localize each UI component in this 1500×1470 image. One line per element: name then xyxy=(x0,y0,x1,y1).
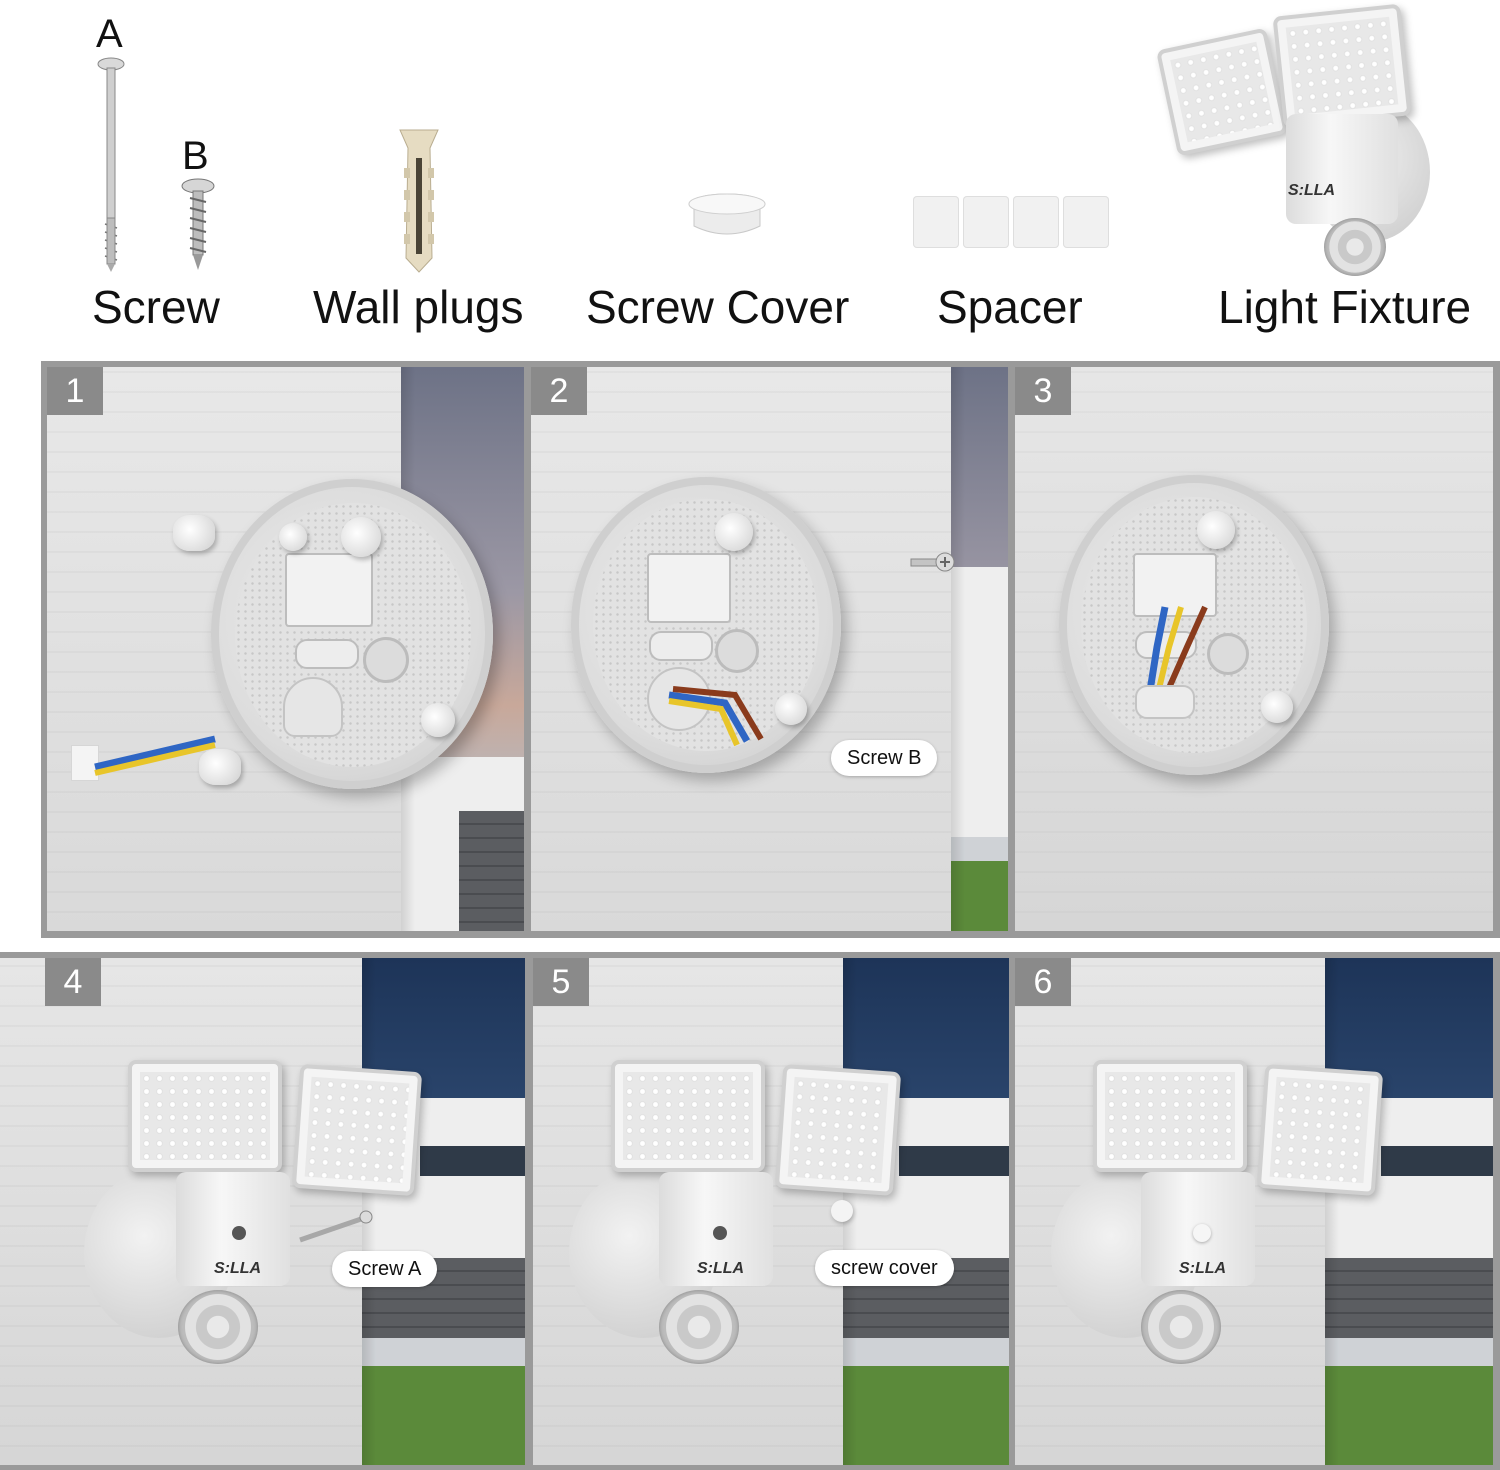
step-5-panel: S:LLA screw cover 5 xyxy=(533,958,1009,1465)
screw-a-icon xyxy=(299,1210,373,1243)
step-4-panel: S:LLA Screw A 4 xyxy=(0,958,525,1465)
step-6-panel: S:LLA 6 xyxy=(1015,958,1493,1465)
step-5-number: 5 xyxy=(533,958,589,1006)
screw-a-letter: A xyxy=(96,12,123,56)
step-6-number: 6 xyxy=(1015,958,1071,1006)
wall-plug-bottom xyxy=(199,749,241,785)
fixture-logo: S:LLA xyxy=(214,1260,262,1277)
fixture-logo: S:LLA xyxy=(697,1260,745,1277)
wall-plugs-label: Wall plugs xyxy=(313,281,524,333)
screw-cover-label: Screw Cover xyxy=(586,281,850,333)
wall-plug-top xyxy=(173,515,215,551)
light-fixture-label: Light Fixture xyxy=(1218,281,1472,333)
wall-plug-icon xyxy=(399,129,439,273)
screw-a-icon xyxy=(97,57,125,272)
screw-cover-icon xyxy=(688,193,766,235)
step-2-number: 2 xyxy=(531,367,587,415)
screw-cover-callout: screw cover xyxy=(815,1250,954,1286)
spacer-label: Spacer xyxy=(937,281,1083,333)
step-4-number: 4 xyxy=(45,958,101,1006)
screw-b-callout: Screw B xyxy=(831,740,938,776)
step-3-panel: 3 xyxy=(1015,367,1493,931)
step-3-number: 3 xyxy=(1015,367,1071,415)
fixture-logo: S:LLA xyxy=(1288,182,1336,199)
step-1-panel: 1 xyxy=(47,367,524,931)
motion-sensor-icon xyxy=(178,1290,258,1364)
screw-b-letter: B xyxy=(182,134,209,178)
screw-cover-icon xyxy=(831,1200,853,1222)
motion-sensor-icon xyxy=(1141,1290,1221,1364)
screw-b-icon xyxy=(910,552,955,572)
screw-label: Screw xyxy=(92,281,220,333)
motion-sensor-icon xyxy=(659,1290,739,1364)
step-1-number: 1 xyxy=(47,367,103,415)
step-2-panel: Screw B 2 xyxy=(531,367,1008,931)
light-fixture-image: S:LLA xyxy=(1155,2,1460,278)
spacer-icon xyxy=(913,196,1109,248)
screw-b-icon xyxy=(181,178,215,270)
screw-a-callout: Screw A xyxy=(332,1251,438,1287)
fixture-logo: S:LLA xyxy=(1179,1260,1227,1277)
motion-sensor-icon xyxy=(1324,218,1386,276)
